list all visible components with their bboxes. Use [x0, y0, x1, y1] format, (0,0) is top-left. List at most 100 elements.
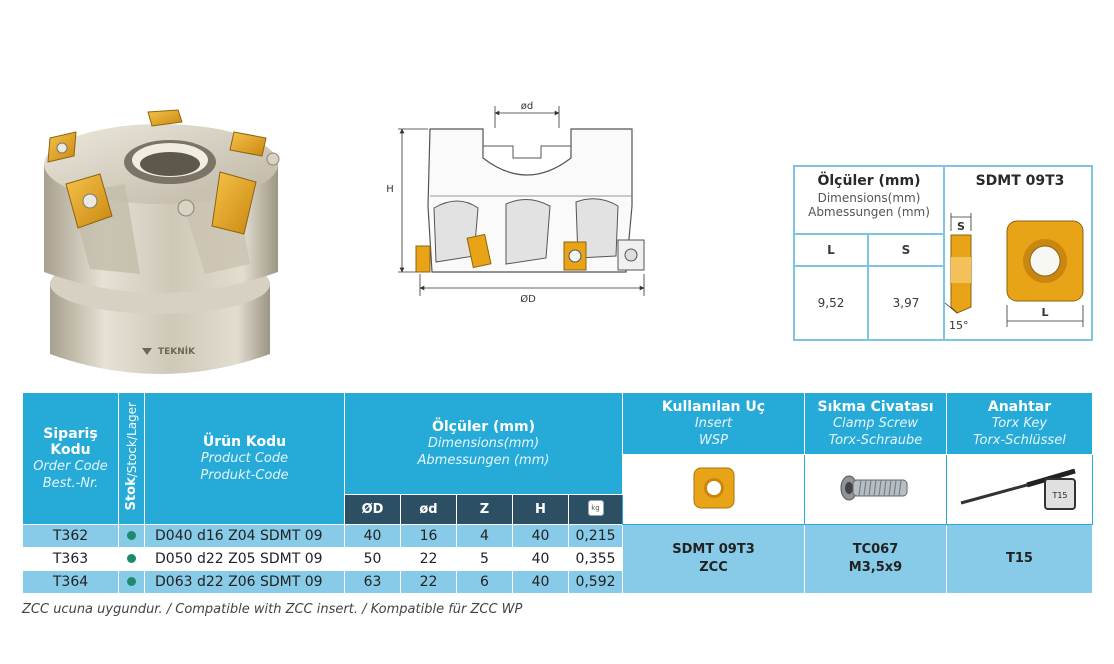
footnote: ZCC ucuna uygundur. / Compatible with ZC… — [22, 602, 523, 617]
product-code-cell: D040 d16 Z04 SDMT 09 — [144, 524, 345, 548]
product-code-en: Product Code — [200, 450, 289, 466]
insert-l-label: L — [1041, 306, 1048, 319]
h-cell: 40 — [512, 570, 569, 594]
weight-icon: kg — [587, 499, 604, 516]
stock-header: Stok/Stock/Lager — [118, 392, 145, 525]
col-header-h: H — [512, 494, 569, 525]
key-en: Torx Key — [991, 415, 1048, 431]
col-header-OD: ØD — [344, 494, 401, 525]
product-code-title: Ürün Kodu — [202, 433, 287, 450]
insert-s-label: S — [957, 220, 965, 233]
table-row: T362 D040 d16 Z04 SDMT 09 40 16 4 40 0,2… — [22, 524, 1093, 594]
product-code-header: Ürün Kodu Product Code Produkt-Code — [144, 392, 345, 525]
z-cell: 6 — [456, 570, 513, 594]
key-tag-label: T15 — [1051, 491, 1067, 500]
order-code-cell: T362 — [22, 524, 119, 548]
table-row: T364 D063 d22 Z06 SDMT 09 63 22 6 40 0,5… — [22, 570, 1093, 594]
product-code-cell: D063 d22 Z06 SDMT 09 — [144, 570, 345, 594]
kg-cell: 0,215 — [568, 524, 623, 548]
order-code-cell: T363 — [22, 547, 119, 571]
z-cell: 5 — [456, 547, 513, 571]
product-code-cell: D050 d22 Z05 SDMT 09 — [144, 547, 345, 571]
z-cell: 4 — [456, 524, 513, 548]
insert-name: SDMT 09T3 — [975, 173, 1065, 189]
key-header: Anahtar Torx Key Torx-Schlüssel — [946, 392, 1093, 455]
dimensions-en: Dimensions(mm) — [427, 435, 540, 451]
key-image: T15 — [960, 468, 1076, 510]
screw-value-line1: TC067 — [852, 542, 899, 557]
insert-image — [693, 467, 734, 508]
insert-dimension-subtitle-en: Dimensions(mm) — [817, 191, 921, 205]
insert-angle-label: 15° — [949, 319, 969, 332]
od-small-label: ød — [521, 101, 533, 112]
order-code-de: Best.-Nr. — [42, 475, 99, 491]
order-code-en: Order Code — [33, 458, 108, 474]
insert-used-en: Insert — [694, 415, 733, 431]
screw-image — [840, 475, 907, 500]
insert-used-title: Kullanılan Uç — [661, 398, 766, 415]
insert-dimension-subtitle-de: Abmessungen (mm) — [808, 205, 930, 219]
kg-cell: 0,592 — [568, 570, 623, 594]
insert-val-s: 3,97 — [892, 296, 920, 310]
insert-dimension-table: Ölçüler (mm) Dimensions(mm) Abmessungen … — [795, 167, 945, 339]
insert-value-line2: ZCC — [699, 560, 728, 575]
stock-dot-icon — [127, 531, 136, 540]
col-header-kg: kg — [568, 494, 623, 525]
stock-cell — [118, 570, 145, 594]
stock-sub: /Stock/Lager — [125, 402, 139, 478]
table-row: T363 D050 d22 Z05 SDMT 09 50 22 5 40 0,3… — [22, 547, 1093, 571]
clamp-screw-header: Sıkma Civatası Clamp Screw Torx-Schraube — [804, 392, 947, 455]
technical-drawing: ød H ØD — [386, 101, 645, 305]
h-cell: 40 — [512, 547, 569, 571]
insert-col-s: S — [869, 235, 943, 267]
insert-used-de: WSP — [699, 432, 728, 448]
insert-used-header: Kullanılan Uç Insert WSP — [622, 392, 805, 455]
insert-val-l: 9,52 — [795, 267, 869, 339]
h-cell: 40 — [512, 524, 569, 548]
insert-dimension-title: Ölçüler (mm) — [817, 173, 921, 189]
clamp-screw-de: Torx-Schraube — [828, 432, 923, 448]
OD-cell: 63 — [344, 570, 401, 594]
stock-cell — [118, 547, 145, 571]
OD-cell: 50 — [344, 547, 401, 571]
key-de: Torx-Schlüssel — [973, 432, 1066, 448]
stock-dot-icon — [127, 577, 136, 586]
stock-cell — [118, 524, 145, 548]
h-label: H — [386, 184, 394, 195]
clamp-screw-en: Clamp Screw — [832, 415, 919, 431]
key-title: Anahtar — [987, 398, 1052, 415]
kg-cell: 0,355 — [568, 547, 623, 571]
od-cell: 22 — [400, 547, 457, 571]
od-cell: 22 — [400, 570, 457, 594]
OD-cell: 40 — [344, 524, 401, 548]
clamp-screw-title: Sıkma Civatası — [817, 398, 934, 415]
insert-dimension-header: Ölçüler (mm) Dimensions(mm) Abmessungen … — [795, 167, 943, 235]
dimensions-title: Ölçüler (mm) — [431, 418, 535, 435]
col-header-od: ød — [400, 494, 457, 525]
order-code-cell: T364 — [22, 570, 119, 594]
stock-title: Stok — [124, 477, 139, 511]
stock-dot-icon — [127, 554, 136, 563]
insert-col-l: L — [795, 235, 869, 267]
order-code-header: Sipariş Kodu Order Code Best.-Nr. — [22, 392, 119, 525]
screw-image-cell — [804, 454, 947, 525]
key-image-cell: T15 — [946, 454, 1093, 525]
order-code-title: Sipariş Kodu — [43, 425, 98, 458]
insert-image-cell — [622, 454, 805, 525]
product-photo: TEKNİK — [44, 109, 280, 374]
insert-value-line1: SDMT 09T3 — [672, 542, 755, 557]
insert-value-cell: SDMT 09T3 ZCC — [622, 524, 805, 594]
col-header-z: Z — [456, 494, 513, 525]
insert-diagram: S 15° L — [944, 213, 1084, 332]
product-table: Sipariş Kodu Order Code Best.-Nr. Stok/S… — [22, 392, 1093, 594]
brand-engraving: TEKNİK — [158, 346, 196, 357]
product-code-de: Produkt-Code — [200, 467, 289, 483]
screw-value-line2: M3,5x9 — [848, 560, 903, 575]
screw-value-cell: TC067 M3,5x9 — [804, 524, 947, 594]
OD-label: ØD — [520, 293, 536, 305]
insert-dimension-box: Ölçüler (mm) Dimensions(mm) Abmessungen … — [793, 165, 1093, 341]
dimensions-header: Ölçüler (mm) Dimensions(mm) Abmessungen … — [344, 392, 623, 495]
dimensions-de: Abmessungen (mm) — [417, 452, 550, 468]
od-cell: 16 — [400, 524, 457, 548]
key-value-cell: T15 — [946, 524, 1093, 594]
